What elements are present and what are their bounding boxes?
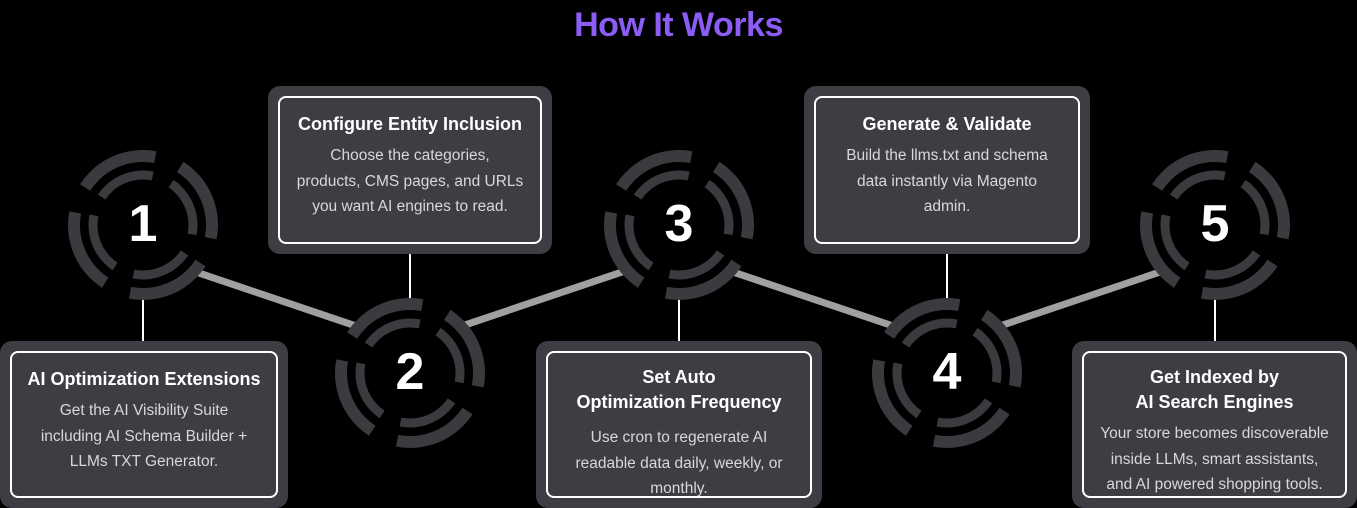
step-node-3[interactable]: 3 (604, 150, 754, 300)
connector-1-2 (192, 268, 360, 330)
step-number-3: 3 (664, 195, 694, 253)
node-ring-1 (67, 150, 218, 300)
step-card-5-body: Your store becomes discoverable inside L… (1100, 425, 1329, 493)
step-card-2[interactable]: Configure Entity Inclusion Choose the ca… (268, 86, 552, 254)
step-card-1-body: Get the AI Visibility Suite including AI… (40, 402, 248, 470)
connector-4-5 (996, 268, 1164, 330)
step-node-4[interactable]: 4 (872, 298, 1022, 448)
step-card-2-body: Choose the categories, products, CMS pag… (296, 147, 524, 215)
node-ring-3 (604, 150, 754, 300)
step-card-3[interactable]: Set Auto Optimization Frequency Use cron… (536, 341, 822, 508)
step-number-1: 1 (128, 195, 158, 253)
step-node-2[interactable]: 2 (335, 298, 485, 448)
zigzag-connectors (192, 268, 1164, 330)
step-node-5[interactable]: 5 (1140, 150, 1290, 300)
step-number-5: 5 (1200, 195, 1230, 253)
page-title: How It Works (574, 6, 783, 44)
step-card-1-inner: AI Optimization Extensions Get the AI Vi… (10, 351, 278, 498)
step-card-2-inner: Configure Entity Inclusion Choose the ca… (278, 96, 542, 244)
card-stems (142, 253, 1216, 342)
step-card-3-body: Use cron to regenerate AI readable data … (575, 429, 783, 497)
node-ring-2 (335, 298, 485, 448)
step-card-5-inner: Get Indexed by AI Search Engines Your st… (1082, 351, 1347, 498)
node-ring-4 (872, 298, 1022, 449)
node-ring-5 (1140, 150, 1290, 300)
step-card-4[interactable]: Generate & Validate Build the llms.txt a… (804, 86, 1090, 254)
step-card-4-title: Generate & Validate (862, 114, 1032, 134)
step-node-1[interactable]: 1 (68, 150, 218, 300)
step-card-4-inner: Generate & Validate Build the llms.txt a… (814, 96, 1080, 244)
step-card-5-title: Get Indexed by AI Search Engines (1135, 367, 1294, 412)
step-number-4: 4 (932, 343, 962, 401)
connector-3-4 (729, 268, 897, 330)
step-card-1[interactable]: AI Optimization Extensions Get the AI Vi… (0, 341, 288, 508)
step-number-2: 2 (395, 343, 425, 401)
step-card-2-title: Configure Entity Inclusion (298, 114, 522, 134)
step-card-4-body: Build the llms.txt and schema data insta… (846, 147, 1048, 215)
step-card-1-title: AI Optimization Extensions (27, 369, 261, 389)
step-card-3-title: Set Auto Optimization Frequency (576, 367, 782, 412)
step-card-5[interactable]: Get Indexed by AI Search Engines Your st… (1072, 341, 1357, 508)
node-rings (67, 150, 1290, 449)
connector-2-3 (458, 268, 626, 330)
step-card-3-inner: Set Auto Optimization Frequency Use cron… (546, 351, 812, 498)
